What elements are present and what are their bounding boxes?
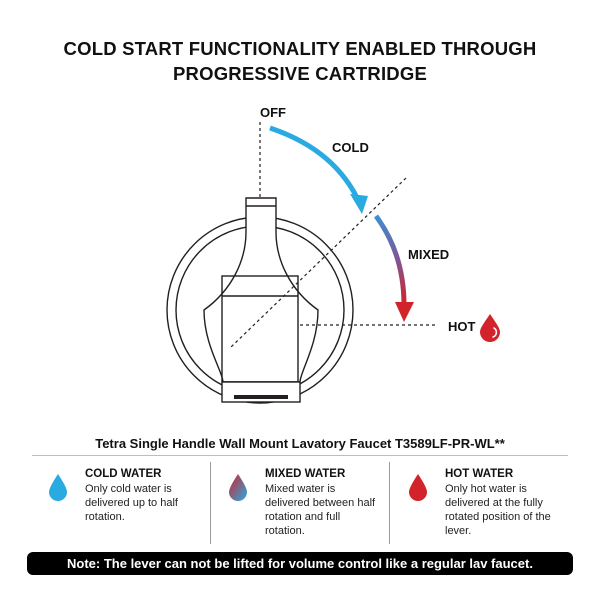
legend-cold-line: Only cold water is — [85, 483, 172, 495]
faucet-rotation-diagram: OFF COLD MIXED HOT — [166, 105, 500, 404]
cold-limit-reference-line — [229, 177, 407, 349]
mixed-rotation-arrow — [373, 214, 407, 306]
cold-label: COLD — [332, 140, 369, 155]
spout-slot — [234, 395, 288, 399]
hot-drop-highlight — [492, 327, 498, 338]
lever-note-banner: Note: The lever can not be lifted for vo… — [27, 552, 573, 575]
legend-mixed-text: Mixed water is delivered between half ro… — [265, 482, 375, 538]
mixed-label: MIXED — [408, 247, 449, 262]
legend-hot-line: rotated position of the — [445, 511, 551, 523]
legend-mixed-line: Mixed water is — [265, 483, 336, 495]
cold-rotation-arrow — [269, 125, 363, 206]
legend-mixed-heading: MIXED WATER — [265, 468, 346, 480]
legend-mixed-line: rotation and full — [265, 511, 341, 523]
legend-separator — [210, 462, 211, 544]
hot-drop-icon — [409, 474, 427, 501]
legend-hot-line: Only hot water is — [445, 483, 527, 495]
divider — [32, 455, 568, 456]
legend-hot-line: delivered at the fully — [445, 497, 543, 509]
legend-cold-heading: COLD WATER — [85, 468, 162, 480]
mixed-drop-icon — [229, 474, 247, 501]
legend-mixed-line: delivered between half — [265, 497, 376, 509]
product-name: Tetra Single Handle Wall Mount Lavatory … — [95, 436, 505, 451]
page-title: COLD START FUNCTIONALITY ENABLED THROUGH… — [0, 36, 600, 86]
cold-drop-icon — [49, 474, 67, 501]
legend-cold-line: delivered up to half — [85, 497, 178, 509]
hot-label: HOT — [448, 319, 476, 334]
legend-hot-line: lever. — [445, 525, 472, 537]
hot-arrowhead — [395, 302, 414, 322]
legend-cold-text: Only cold water is delivered up to half … — [85, 482, 178, 524]
title-line-2: PROGRESSIVE CARTRIDGE — [173, 63, 427, 84]
off-label: OFF — [260, 105, 286, 120]
cold-arrowhead — [350, 194, 368, 214]
legend-hot-heading: HOT WATER — [445, 468, 514, 480]
legend-hot-text: Only hot water is delivered at the fully… — [445, 482, 551, 538]
legend-cold-line: rotation. — [85, 511, 125, 523]
title-line-1: COLD START FUNCTIONALITY ENABLED THROUGH — [63, 38, 537, 59]
hot-drop-icon — [480, 314, 500, 342]
legend-separator — [389, 462, 390, 544]
legend-mixed-line: rotation. — [265, 525, 305, 537]
faucet-body — [166, 197, 354, 404]
